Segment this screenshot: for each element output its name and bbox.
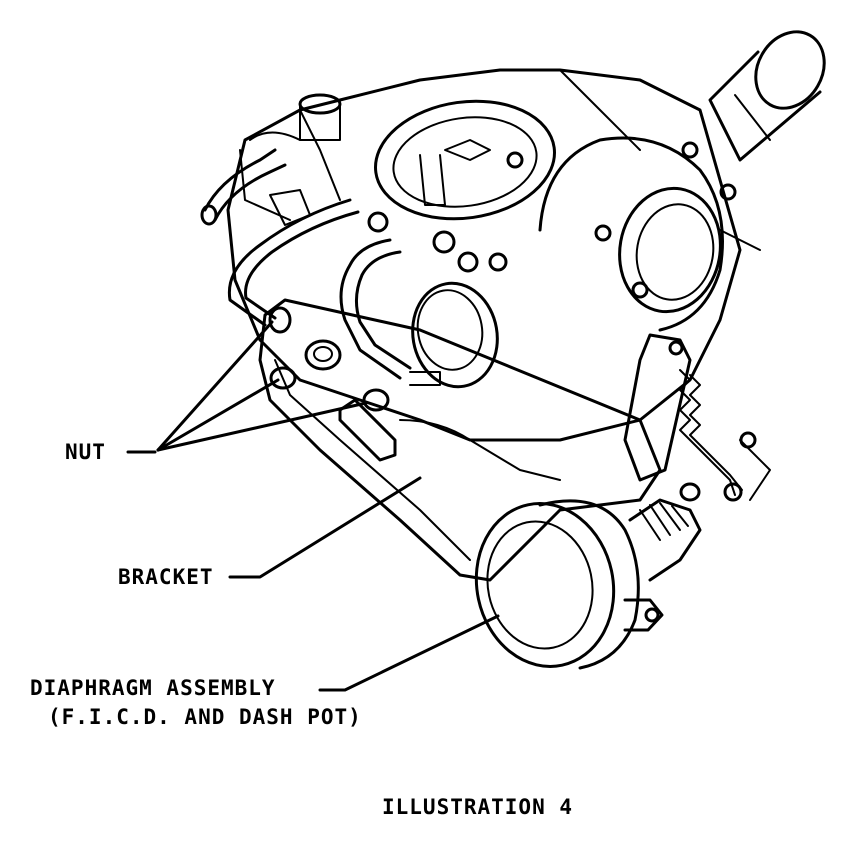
diaphragm-label-line2: (F.I.C.D. and Dash Pot) bbox=[48, 705, 362, 729]
bracket-nuts bbox=[268, 306, 390, 412]
diaphragm-assembly bbox=[474, 482, 702, 670]
center-diaphragm bbox=[409, 230, 508, 389]
diaphragm-label-line1: Diaphragm Assembly bbox=[30, 676, 276, 700]
nut-label: Nut bbox=[65, 440, 106, 464]
fuel-tubes bbox=[200, 93, 342, 226]
right-housing bbox=[538, 136, 761, 332]
leader-lines bbox=[126, 320, 500, 692]
throttle-bore bbox=[367, 99, 556, 233]
bracket-plate bbox=[258, 298, 662, 582]
lever-and-spring bbox=[623, 333, 771, 502]
carburetor-body bbox=[226, 68, 742, 442]
fuel-line bbox=[227, 198, 412, 380]
bracket-label: Bracket bbox=[118, 565, 214, 589]
caption: Illustration 4 bbox=[382, 795, 574, 819]
air-intake-horn bbox=[708, 30, 826, 162]
